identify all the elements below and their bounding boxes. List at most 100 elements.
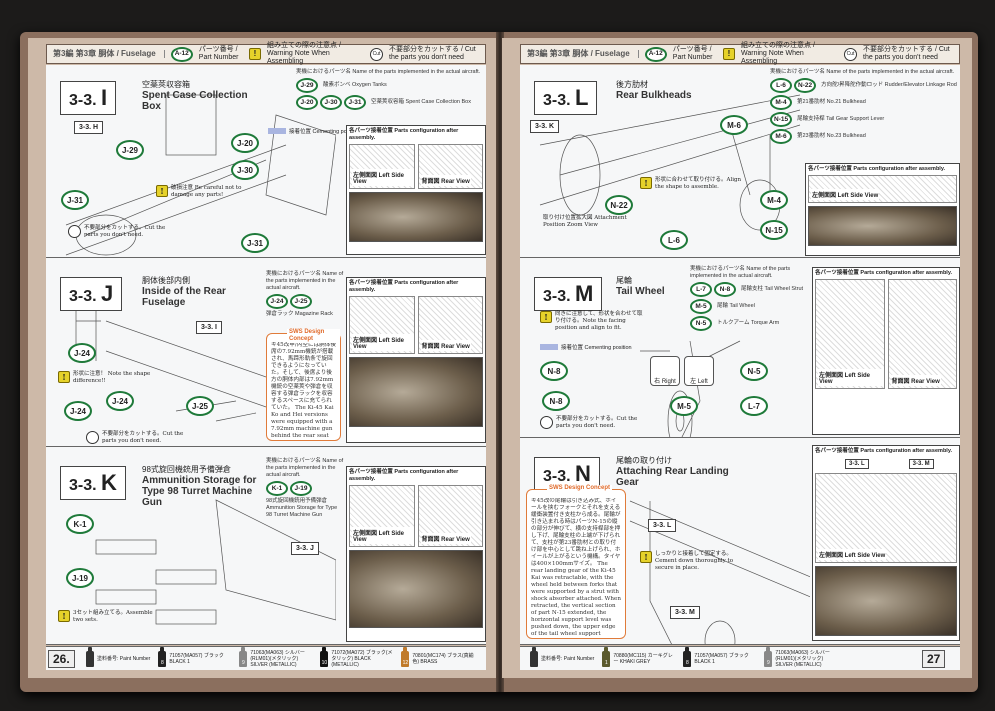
paint-label: 塗料番号: Paint Number — [541, 655, 595, 662]
warning-icon: ! — [249, 48, 262, 60]
step-letter: J — [101, 281, 114, 306]
part-number-legend: パーツ番号 / Part Number — [672, 46, 713, 61]
assembly-drawing — [539, 94, 801, 231]
note-cut: 不要部分をカットする。Cut the parts you don't need. — [540, 416, 645, 430]
parts-configuration-panel: 各パーツ接着位置 Parts configuration after assem… — [812, 267, 960, 435]
configuration-view: 左側面図 Left Side View — [349, 144, 415, 189]
part-number-badge: J-25 — [290, 294, 312, 309]
model-photo — [349, 357, 483, 427]
warning-icon: ! — [723, 48, 736, 60]
configuration-view: 背面図 Rear View — [417, 296, 483, 354]
parts-names-label: 実機におけるパーツ名 Name of the parts implemented… — [266, 271, 344, 291]
parts-names: 実機におけるパーツ名 Name of the parts implemented… — [266, 271, 344, 318]
part-number-badge: L-6 — [770, 78, 792, 93]
paint-bottle-icon: 9 — [239, 646, 248, 667]
parts-names-label: 実機におけるパーツ名 Name of the parts implemented… — [770, 69, 955, 75]
paint-label: 71063(MA063) シルバー(RLM01)(メタリック) SILVER (… — [250, 649, 305, 668]
part-number-badge: J-19 — [290, 481, 312, 496]
step-prefix: 3-3. — [543, 468, 571, 485]
side-indicator: 右 Right — [650, 356, 680, 386]
step-title-en: Attaching Rear Landing Gear — [616, 466, 729, 488]
warning-icon: ! — [58, 610, 70, 622]
step-reference-box: 3-3. I — [196, 321, 222, 334]
note-text: しっかりと接着して固定する。Cement down thoroughly to … — [655, 551, 734, 571]
view-label: 左側面図 Left Side View — [818, 369, 884, 386]
part-number-badge: M-4 — [770, 95, 792, 110]
part-number-badge: N-8 — [714, 282, 736, 297]
parts-group-name: 空薬莢収容箱 Spent Case Collection Box — [371, 99, 471, 105]
step-letter: M — [575, 281, 594, 306]
note-warning: !向きに注意して、形状を合わせて取り付ける。Note the facing po… — [540, 311, 645, 332]
part-number-badge: N-22 — [794, 78, 817, 93]
step-title-jp: 98式旋回機銃用予備弾倉 — [142, 465, 231, 474]
paint-bottle-icon — [86, 646, 94, 667]
step-reference-box: 3-3. J — [291, 542, 319, 555]
cementing-legend: 接着位置 Cementing position — [540, 343, 632, 351]
view-label: 背面図 Rear View — [420, 533, 471, 544]
note-text: 形状に合わせて取り付ける。Align the shape to assemble… — [655, 177, 742, 190]
paint-item: 塗料番号: Paint Number — [530, 646, 595, 667]
step-prefix: 3-3. — [543, 288, 571, 305]
note-text: 破損注意 Be careful not to damage any parts! — [171, 185, 242, 198]
step-title-jp: 空薬莢収容箱 — [142, 80, 190, 89]
step-reference-box: 3-3. M — [670, 606, 700, 619]
cut-icon: Cut — [370, 47, 384, 61]
part-number-badge: N-8 — [540, 361, 568, 381]
assembly-drawing — [629, 500, 810, 644]
configuration-views: 左側面図 Left Side View — [808, 175, 957, 203]
step-title-en: Rear Bulkheads — [616, 90, 692, 101]
cement-swatch — [268, 128, 286, 134]
parts-group-name: 尾輪 Tail Wheel — [717, 303, 755, 309]
parts-names-label: 実機におけるパーツ名 Name of the parts implemented… — [266, 458, 344, 478]
cut-icon: Cut — [844, 47, 858, 61]
note-warning: !形状に合わせて取り付ける。Align the shape to assembl… — [640, 177, 745, 191]
step-title-en: Ammunition Storage for Type 98 Turret Ma… — [142, 475, 257, 508]
step-prefix: 3-3. — [69, 288, 97, 305]
part-number-badge: M-5 — [690, 299, 712, 314]
view-label: 背面図 Rear View — [890, 375, 941, 386]
part-number-badge: J-29 — [116, 140, 144, 160]
parts-names: 実機におけるパーツ名 Name of the parts implemented… — [296, 69, 486, 110]
parts-configuration-panel: 各パーツ接着位置 Parts configuration after assem… — [805, 163, 960, 256]
parts-configuration-panel: 各パーツ接着位置 Parts configuration after assem… — [346, 125, 486, 255]
parts-names: 実機におけるパーツ名 Name of the parts implemented… — [690, 266, 808, 331]
configuration-label: 各パーツ接着位置 Parts configuration after assem… — [815, 270, 953, 276]
view-label: 背面図 Rear View — [420, 175, 471, 186]
model-photo — [349, 550, 483, 628]
part-number-badge: L-6 — [660, 230, 688, 250]
part-number-badge: J-24 — [64, 401, 92, 421]
paint-label: 塗料番号: Paint Number — [97, 655, 151, 662]
warning-icon: ! — [58, 371, 70, 383]
note-text: 不要部分をカットする。Cut the parts you don't need. — [84, 225, 166, 238]
note-warning: !3セット組み立てる。Assemble two sets. — [58, 610, 163, 624]
step-letter: I — [101, 85, 108, 110]
part-number-badge: J-31 — [61, 190, 89, 210]
note-text: 不要部分をカットする。Cut the parts you don't need. — [102, 431, 184, 444]
cut-icon — [540, 416, 553, 429]
cementing-legend: 接着位置 Cementing position — [268, 127, 360, 135]
configuration-view: 背面図 Rear View — [417, 485, 483, 547]
parts-configuration-panel: 各パーツ接着位置 Parts configuration after assem… — [812, 445, 960, 641]
note-text: 取り付け位置拡大図 Attachment Position Zoom View — [543, 215, 627, 228]
parts-group: M-5 尾輪 Tail Wheel — [690, 299, 808, 314]
step-title-jp: 胴体後部内側 — [142, 276, 190, 285]
step-number: 3-3. I — [60, 81, 117, 115]
warning-icon: ! — [640, 177, 652, 189]
part-number-badge: M-5 — [670, 396, 698, 416]
parts-group-name: 方向舵/昇降舵作動ロッド Rudder/Elevator Linkage Rod — [821, 82, 957, 88]
